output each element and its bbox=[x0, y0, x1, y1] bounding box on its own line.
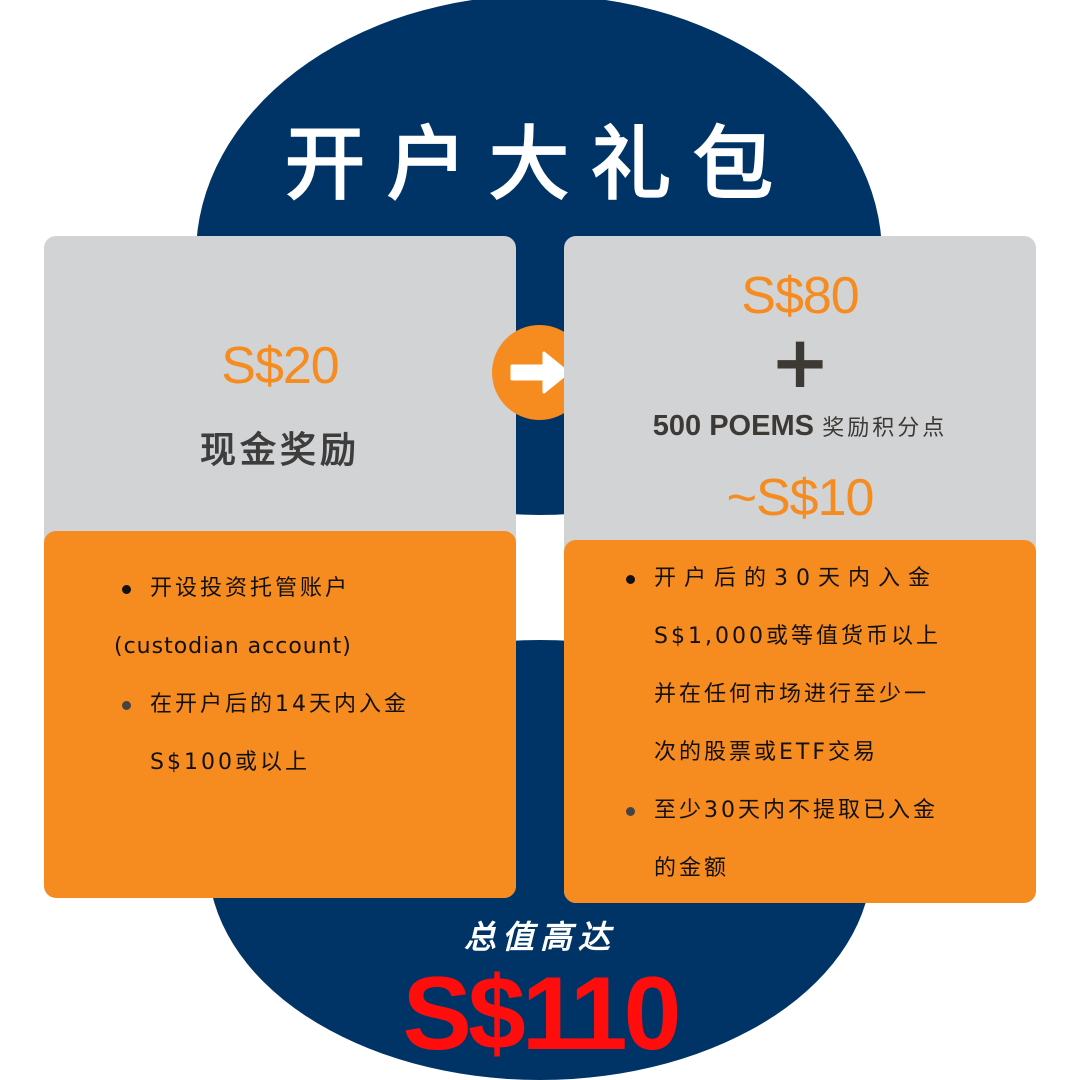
poems-points-value: ~S$10 bbox=[726, 469, 875, 527]
bullet-icon bbox=[626, 807, 635, 816]
condition-text: 并在任何市场进行至少一 bbox=[654, 682, 930, 707]
condition-text: 在开户后的14天内入金 bbox=[150, 692, 409, 717]
poems-points-label: 奖励积分点 bbox=[822, 416, 948, 441]
total-value-label: 总值高达 bbox=[463, 918, 616, 956]
condition-text: 开设投资托管账户 bbox=[150, 576, 351, 601]
condition-text: 至少30天内不提取已入金 bbox=[654, 798, 938, 823]
condition-text: S$100或以上 bbox=[150, 750, 310, 775]
condition-text: 次的股票或ETF交易 bbox=[654, 740, 878, 765]
condition-text: 开户后的30天内入金 bbox=[654, 566, 938, 591]
condition-text: (custodian account) bbox=[114, 634, 352, 659]
total-value-amount: S$110 bbox=[402, 956, 682, 1072]
bullet-icon bbox=[122, 701, 131, 710]
trading-reward-amount: S$80 bbox=[741, 267, 859, 325]
condition-text: 的金额 bbox=[654, 856, 730, 881]
trading-reward-card: S$80 + 500 POEMS 奖励积分点 ~S$10 开户后的30天内入金 … bbox=[564, 236, 1036, 903]
plus-icon: + bbox=[769, 320, 831, 404]
poems-points: 500 POEMS 奖励积分点 bbox=[564, 410, 1036, 443]
cash-reward-conditions: 开设投资托管账户 (custodian account) 在开户后的14天内入金 S… bbox=[44, 531, 516, 898]
condition-item: 至少30天内不提取已入金 的金额 bbox=[626, 782, 1014, 898]
condition-text: S$1,000或等值货币以上 bbox=[654, 624, 941, 649]
poems-points-count: 500 POEMS bbox=[652, 410, 814, 442]
condition-item: 在开户后的14天内入金 S$100或以上 bbox=[122, 676, 510, 792]
page-title: 开户大礼包 bbox=[285, 117, 795, 211]
cash-reward-label: 现金奖励 bbox=[199, 430, 360, 471]
cash-reward-card: S$20 现金奖励 开设投资托管账户 (custodian account) 在开… bbox=[44, 236, 516, 898]
bullet-icon bbox=[122, 585, 131, 594]
bullet-icon bbox=[626, 575, 635, 584]
condition-item: 开户后的30天内入金 S$1,000或等值货币以上 并在任何市场进行至少一 次的… bbox=[626, 550, 1014, 782]
trading-reward-conditions: 开户后的30天内入金 S$1,000或等值货币以上 并在任何市场进行至少一 次的… bbox=[564, 540, 1036, 903]
condition-item: 开设投资托管账户 (custodian account) bbox=[114, 560, 510, 676]
cash-reward-amount: S$20 bbox=[221, 337, 339, 395]
